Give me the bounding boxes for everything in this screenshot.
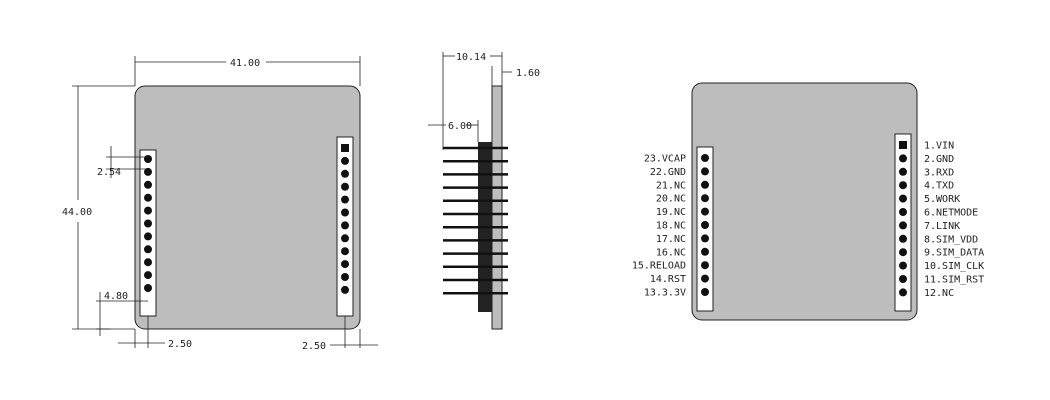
- front-pin1-square: [341, 144, 349, 152]
- front-right-pin: [341, 156, 349, 165]
- front-left-pin: [144, 258, 152, 267]
- pinout-right-pin: [899, 261, 907, 270]
- pinout-left-pin: [701, 261, 709, 270]
- pinout-left-label: 19.NC: [656, 207, 686, 218]
- pinout-right-pin: [899, 248, 907, 257]
- pinout-right-labels: 1.VIN 2.GND 3.RXD 4.TXD 5.WORK 6.NETMODE 7.LIN…: [924, 141, 984, 299]
- pinout-left-pin: [701, 154, 709, 162]
- front-right-pin: [341, 234, 349, 243]
- side-view: 10.14 1.60 6.00: [428, 52, 540, 330]
- pinout-left-label: 15.RELOAD: [632, 261, 686, 272]
- pinout-left-label: 18.NC: [656, 221, 686, 232]
- pinout-left-label: 20.NC: [656, 194, 686, 205]
- pinout-left-pin: [701, 274, 709, 283]
- pinout-left-label: 13.3.3V: [644, 288, 686, 299]
- pinout-right-label: 10.SIM_CLK: [924, 261, 984, 272]
- pinout-left-pin: [701, 180, 709, 189]
- bottom-offset-dim-label: 4.80: [104, 291, 128, 302]
- front-right-pin: [341, 247, 349, 256]
- pinout-right-label: 3.RXD: [924, 167, 954, 178]
- right-offset-dim-label: 2.50: [302, 341, 326, 352]
- pinout-left-label: 22.GND: [650, 167, 686, 178]
- front-left-pin: [144, 180, 152, 189]
- front-left-pin: [144, 271, 152, 280]
- pinout-right-pin: [899, 194, 907, 203]
- pinout-left-label: 21.NC: [656, 180, 686, 191]
- pinout-right-label: 8.SIM_VDD: [924, 234, 978, 245]
- pinout-left-pin: [701, 234, 709, 243]
- front-right-pin: [341, 195, 349, 204]
- pinout-right-label: 5.WORK: [924, 194, 960, 205]
- front-right-pin: [341, 260, 349, 269]
- front-left-pin: [144, 245, 152, 254]
- pinout-right-pins: [899, 154, 907, 297]
- pinout-view: 23.VCAP 22.GND 21.NC 20.NC 19.NC 18.NC 17.NC 16…: [632, 82, 984, 321]
- front-view: 41.00 44.00 2.54 4.80 2.50 2.50: [62, 56, 378, 352]
- pcb-thickness-dim-label: 1.60: [516, 68, 540, 79]
- front-left-pin: [144, 193, 152, 202]
- pinout-board: [691, 82, 918, 321]
- pinout-pin1-square: [899, 141, 907, 149]
- pinout-right-pin: [899, 181, 907, 190]
- width-dim-label: 41.00: [230, 58, 260, 69]
- pinout-right-pin: [899, 275, 907, 283]
- pinout-right-label: 11.SIM_RST: [924, 275, 984, 286]
- pinout-right-pin: [899, 208, 907, 216]
- pinout-right-label: 6.NETMODE: [924, 208, 978, 219]
- pinout-right-pin: [899, 154, 907, 163]
- front-right-pin: [341, 285, 349, 294]
- pinout-right-label: 9.SIM_DATA: [924, 248, 984, 259]
- pinout-right-label: 7.LINK: [924, 221, 960, 232]
- depth-dim-label: 10.14: [456, 52, 486, 63]
- front-right-pin: [341, 221, 349, 230]
- pinout-right-label: 4.TXD: [924, 181, 954, 192]
- front-board: [134, 85, 361, 330]
- pinout-left-labels: 23.VCAP 22.GND 21.NC 20.NC 19.NC 18.NC 17.NC 16…: [632, 154, 686, 299]
- front-left-pin: [144, 219, 152, 228]
- pinout-right-pin: [899, 234, 907, 243]
- pinout-right-pin: [899, 288, 907, 297]
- front-left-pin: [144, 167, 152, 176]
- front-right-pin: [341, 169, 349, 178]
- pinout-right-pin: [899, 221, 907, 230]
- pitch-dim-label: 2.54: [97, 167, 121, 178]
- pinout-left-label: 16.NC: [656, 247, 686, 258]
- side-pins: [443, 146, 508, 295]
- pinout-left-label: 23.VCAP: [644, 154, 686, 165]
- pinout-right-label: 1.VIN: [924, 141, 954, 152]
- front-left-pins: [144, 155, 152, 292]
- front-left-pin: [144, 284, 152, 292]
- pinout-left-pin: [701, 247, 709, 256]
- front-left-pin: [144, 232, 152, 241]
- pinout-left-pin: [701, 167, 709, 176]
- height-dim-label: 44.00: [62, 207, 92, 218]
- front-right-pins: [341, 156, 349, 294]
- front-left-pin: [144, 206, 152, 215]
- front-right-pin: [341, 208, 349, 217]
- front-right-pin: [341, 273, 349, 281]
- left-offset-dim-label: 2.50: [168, 339, 192, 350]
- pinout-right-label: 2.GND: [924, 154, 954, 165]
- pinout-left-pin: [701, 221, 709, 229]
- pinout-right-pin: [899, 167, 907, 176]
- pinout-left-label: 17.NC: [656, 234, 686, 245]
- pinout-left-label: 14.RST: [650, 274, 686, 285]
- front-right-pin: [341, 182, 349, 191]
- pinout-right-label: 12.NC: [924, 288, 954, 299]
- pinout-left-pin: [701, 288, 709, 296]
- pinout-left-pins: [701, 154, 709, 296]
- pinout-left-pin: [701, 207, 709, 216]
- pin-length-dim-label: 6.00: [448, 121, 472, 132]
- pinout-left-pin: [701, 194, 709, 203]
- front-left-pin: [144, 155, 152, 163]
